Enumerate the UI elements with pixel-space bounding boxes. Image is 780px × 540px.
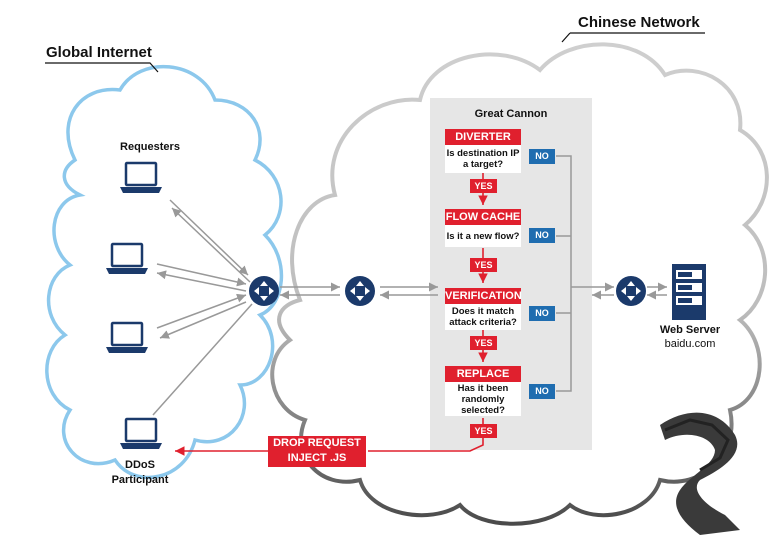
replace-title: REPLACE xyxy=(445,366,521,382)
diverter-title: DIVERTER xyxy=(445,129,521,145)
laptop-icon xyxy=(120,417,162,449)
router-icon xyxy=(616,276,646,306)
flow-cache-title: FLOW CACHE xyxy=(445,209,521,225)
router-icon xyxy=(249,276,279,306)
diverter-no-badge: NO xyxy=(529,149,555,164)
global-internet-title: Global Internet xyxy=(46,44,152,61)
replace-no-badge: NO xyxy=(529,384,555,399)
replace-question: Has it been randomly selected? xyxy=(445,382,521,416)
verification-question: Does it match attack criteria? xyxy=(445,304,521,330)
server-icon xyxy=(672,264,706,320)
flow-cache-yes-badge: YES xyxy=(470,258,497,272)
flow-cache-no-badge: NO xyxy=(529,228,555,243)
laptop-icon xyxy=(120,161,162,193)
flow-cache-question: Is it a new flow? xyxy=(445,225,521,247)
global-internet-cloud xyxy=(45,64,284,480)
replace-yes-badge: YES xyxy=(470,424,497,438)
laptop-icon xyxy=(106,321,148,353)
great-cannon-title: Great Cannon xyxy=(474,108,548,120)
laptop-icon xyxy=(106,242,148,274)
requesters-label: Requesters xyxy=(120,141,180,153)
chinese-network-title: Chinese Network xyxy=(578,14,700,31)
verification-no-badge: NO xyxy=(529,306,555,321)
verification-yes-badge: YES xyxy=(470,336,497,350)
web-server-domain: baidu.com xyxy=(664,338,716,350)
drop-request-box: DROP REQUEST INJECT .JS xyxy=(268,436,366,467)
diverter-question: Is destination IP a target? xyxy=(445,145,521,173)
web-server-label: Web Server xyxy=(659,324,721,336)
diverter-yes-badge: YES xyxy=(470,179,497,193)
router-icon xyxy=(345,276,375,306)
verification-title: VERIFICATION xyxy=(445,288,522,304)
great-wall-icon xyxy=(660,412,740,535)
ddos-participant-label: DDoS Participant xyxy=(111,459,169,486)
